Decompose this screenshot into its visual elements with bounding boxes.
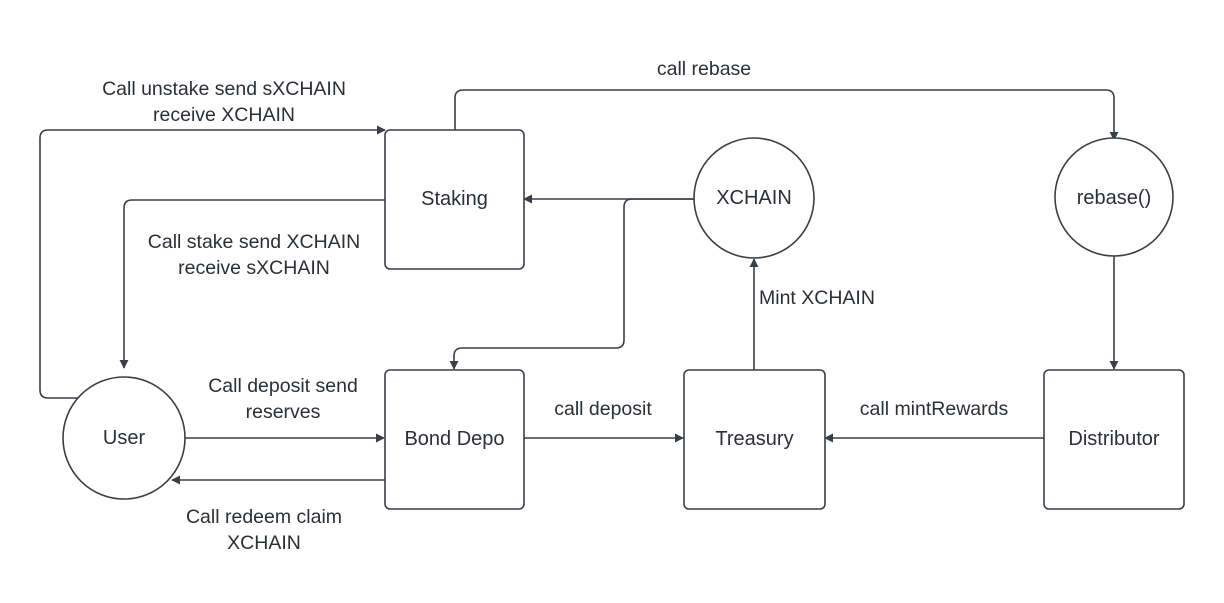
node-distributor: Distributor	[1043, 369, 1185, 510]
node-bond-depo-label: Bond Depo	[404, 428, 504, 450]
node-staking-label: Staking	[421, 188, 488, 210]
node-distributor-label: Distributor	[1068, 428, 1159, 450]
label-mint-xchain: Mint XCHAIN	[759, 287, 875, 309]
label-unstake-line1: Call unstake send sXCHAIN	[102, 78, 346, 100]
edge-stake-to-user	[119, 199, 385, 369]
node-treasury-label: Treasury	[715, 428, 793, 450]
label-unstake-line2: receive XCHAIN	[153, 104, 295, 126]
label-call-rebase: call rebase	[657, 58, 751, 80]
node-xchain: XCHAIN	[693, 137, 815, 259]
node-bond-depo: Bond Depo	[384, 369, 525, 510]
label-redeem-line1: Call redeem claim	[186, 506, 342, 528]
label-redeem-line2: XCHAIN	[227, 532, 301, 554]
label-deposit-reserves-line1: Call deposit send	[208, 375, 358, 397]
edge-staking-to-rebase	[454, 89, 1119, 141]
edge-user-unstake-to-staking	[39, 125, 386, 399]
node-treasury: Treasury	[683, 369, 826, 510]
node-user: User	[62, 376, 186, 500]
label-stake-line1: Call stake send XCHAIN	[148, 231, 360, 253]
label-call-deposit: call deposit	[554, 398, 652, 420]
node-user-label: User	[103, 427, 146, 449]
label-stake-line2: receive sXCHAIN	[178, 257, 330, 279]
node-xchain-label: XCHAIN	[716, 187, 792, 209]
node-staking: Staking	[384, 129, 525, 270]
label-deposit-reserves-line2: reserves	[246, 401, 321, 423]
edge-xchain-to-bond-depo	[449, 198, 695, 370]
node-rebase: rebase()	[1054, 137, 1174, 257]
label-call-mintrewards: call mintRewards	[860, 398, 1009, 420]
node-rebase-label: rebase()	[1077, 187, 1151, 209]
